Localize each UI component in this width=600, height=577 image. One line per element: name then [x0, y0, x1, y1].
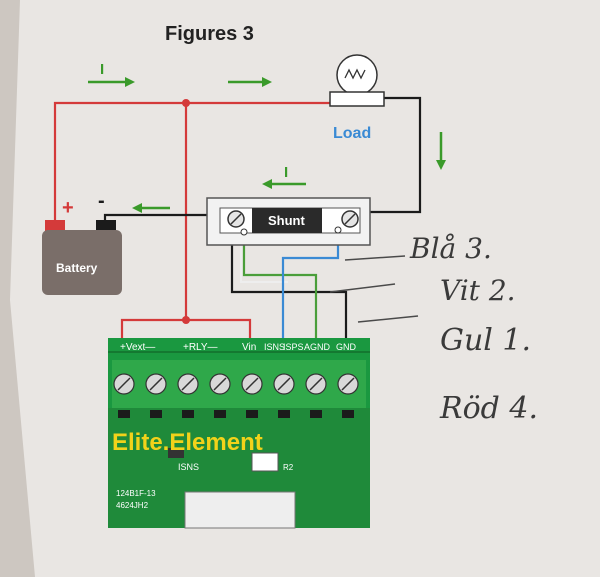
shunt-label: Shunt: [268, 213, 305, 228]
board-isns-label: ISNS: [178, 462, 199, 472]
current-arrow-shunt: [262, 179, 306, 189]
junction-top: [182, 99, 190, 107]
handwritten-note-1: Blå 3.: [409, 232, 492, 265]
handwritten-note-3: Gul 1.: [440, 323, 531, 358]
battery-label: Battery: [56, 261, 98, 275]
terminal-block: [112, 360, 366, 418]
load-bulb: [329, 54, 385, 107]
board-code-2: 4624JH2: [116, 501, 149, 510]
terminal-rly-label: +RLY—: [183, 342, 218, 353]
board-brand: Elite.Element: [112, 429, 263, 456]
load-label: Load: [333, 125, 371, 142]
current-arrow-top-left: [88, 77, 135, 87]
green-wire: [242, 232, 318, 378]
current-symbol-top: I: [100, 61, 104, 78]
board-r2-label: R2: [283, 463, 294, 472]
terminal-isns-label: ISNS: [264, 342, 285, 352]
terminal-agnd-label: AGND: [304, 342, 331, 352]
figure-title: Figures 3: [165, 23, 254, 45]
white-wire: [240, 232, 288, 283]
current-arrow-top-right: [228, 77, 272, 87]
current-symbol-shunt: I: [284, 164, 288, 181]
terminal-vin-label: Vin: [242, 342, 256, 353]
handwritten-note-2: Vit 2.: [440, 274, 516, 307]
shunt: [206, 197, 371, 246]
current-arrow-down: [436, 132, 446, 170]
terminal-isps-label: ISPS: [283, 342, 304, 352]
battery-plus: +: [62, 197, 74, 219]
handwritten-note-4: Röd 4.: [439, 391, 538, 426]
battery: [42, 220, 122, 295]
terminal-vext-label: +Vext—: [120, 342, 155, 353]
board-code-1: 124B1F-13: [116, 489, 156, 498]
junction-mid: [182, 316, 190, 324]
current-arrow-battery: [132, 203, 170, 213]
handwritten-leader-lines: [329, 255, 419, 323]
battery-minus: -: [98, 190, 105, 212]
terminal-gnd-label: GND: [336, 342, 357, 352]
